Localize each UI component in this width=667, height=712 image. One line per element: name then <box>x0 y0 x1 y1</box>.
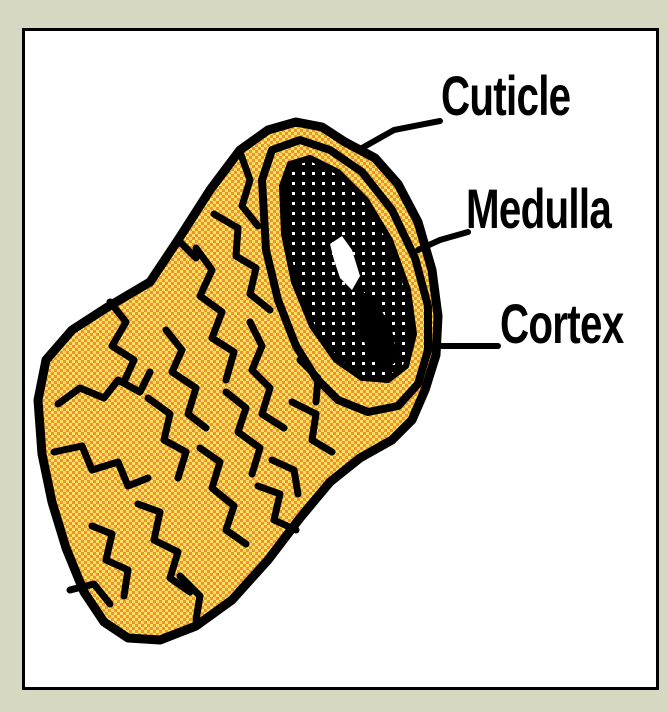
cuticle-leader <box>362 121 440 148</box>
cuticle-label: Cuticle <box>441 68 570 124</box>
cortex-label: Cortex <box>500 296 623 352</box>
medulla-label: Medulla <box>466 181 611 237</box>
